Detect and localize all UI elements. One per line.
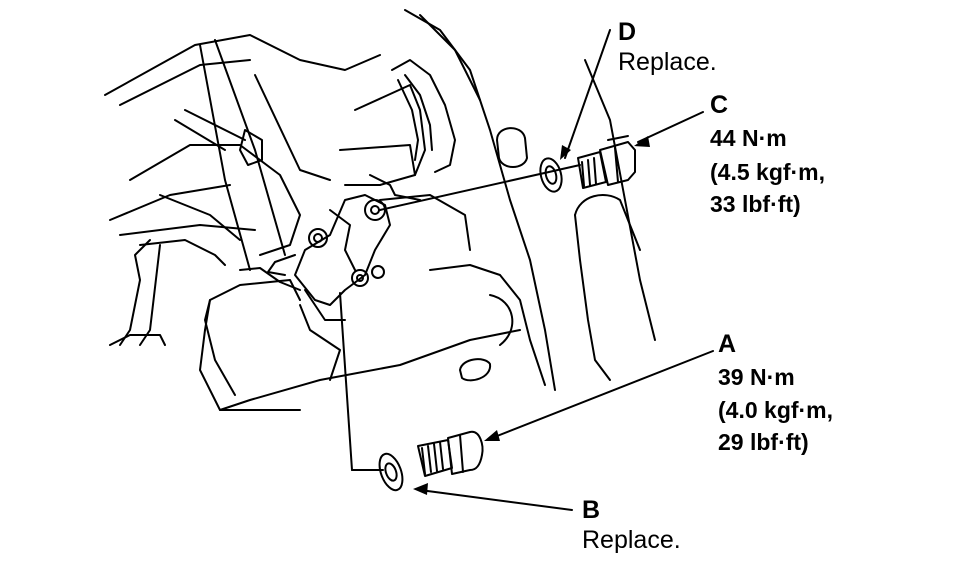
callout-leaders [419, 29, 714, 511]
transmission-case-panel [404, 9, 656, 391]
reference-lines [339, 164, 581, 471]
arrowhead-b [413, 483, 428, 495]
callout-d-note: Replace. [618, 48, 717, 76]
arrowhead-d [560, 145, 571, 160]
callout-arrowheads [413, 136, 650, 495]
callout-b-note: Replace. [582, 526, 681, 554]
arrowhead-c [634, 136, 650, 147]
callout-a-letter: A [718, 330, 736, 358]
arrowhead-a [484, 430, 500, 441]
callout-c: C 44 N·m (4.5 kgf·m, 33 lbf·ft) [710, 91, 825, 217]
transmission-housing [104, 34, 521, 411]
callout-a-kgf: (4.0 kgf·m, [718, 397, 833, 423]
callout-d: D Replace. [618, 18, 717, 76]
callout-a-lbf: 29 lbf·ft) [718, 429, 809, 455]
check-bolt-c [577, 135, 636, 189]
callout-d-letter: D [618, 18, 636, 46]
callout-c-kgf: (4.5 kgf·m, [710, 159, 825, 185]
callout-c-letter: C [710, 91, 728, 119]
callout-a-torque: 39 N·m [718, 364, 795, 390]
callout-c-torque: 44 N·m [710, 125, 787, 151]
drain-plug-a [417, 430, 484, 477]
callout-a: A 39 N·m (4.0 kgf·m, 29 lbf·ft) [718, 330, 833, 455]
sealing-washer-b [378, 452, 404, 492]
pulley-assembly [339, 59, 456, 201]
mount-bracket [239, 194, 471, 306]
sealing-washer-d [539, 157, 563, 193]
callout-b-letter: B [582, 496, 600, 524]
callout-c-lbf: 33 lbf·ft) [710, 191, 801, 217]
callout-b: B Replace. [582, 496, 681, 554]
